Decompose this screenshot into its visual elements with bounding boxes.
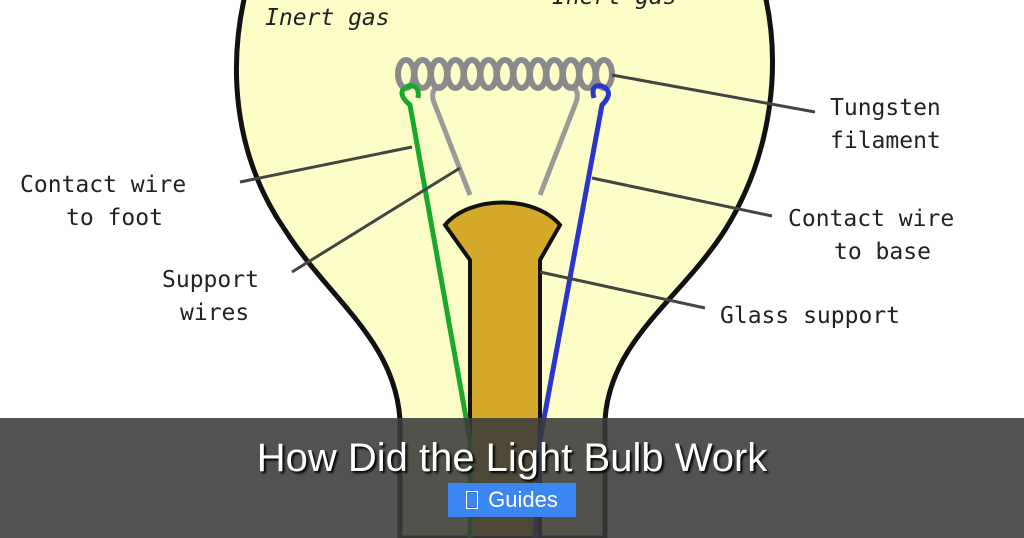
contact-wire-foot (399, 83, 473, 538)
leader-lines (239, 73, 816, 310)
label-support-1: Support (162, 267, 259, 293)
label-contact-base-1: Contact wire (788, 206, 954, 232)
book-icon (466, 491, 479, 509)
tungsten-filament (395, 57, 615, 91)
label-tungsten: Tungsten (830, 95, 941, 121)
label-inert-gas-right: Inert gas (552, 0, 677, 10)
label-glass-support: Glass support (720, 303, 900, 329)
caption-banner (0, 418, 1024, 538)
label-contact-foot-2: to foot (66, 205, 163, 231)
contact-wire-base (532, 83, 611, 538)
label-support-2: wires (180, 300, 249, 326)
label-contact-base-2: to base (834, 239, 931, 265)
page-title: How Did the Light Bulb Work (256, 436, 768, 480)
label-contact-foot-1: Contact wire (20, 172, 186, 198)
guides-badge[interactable]: Guides (448, 483, 576, 517)
label-filament: filament (830, 128, 941, 154)
badge-label: Guides (488, 487, 558, 512)
label-inert-gas-left: Inert gas (265, 5, 390, 31)
